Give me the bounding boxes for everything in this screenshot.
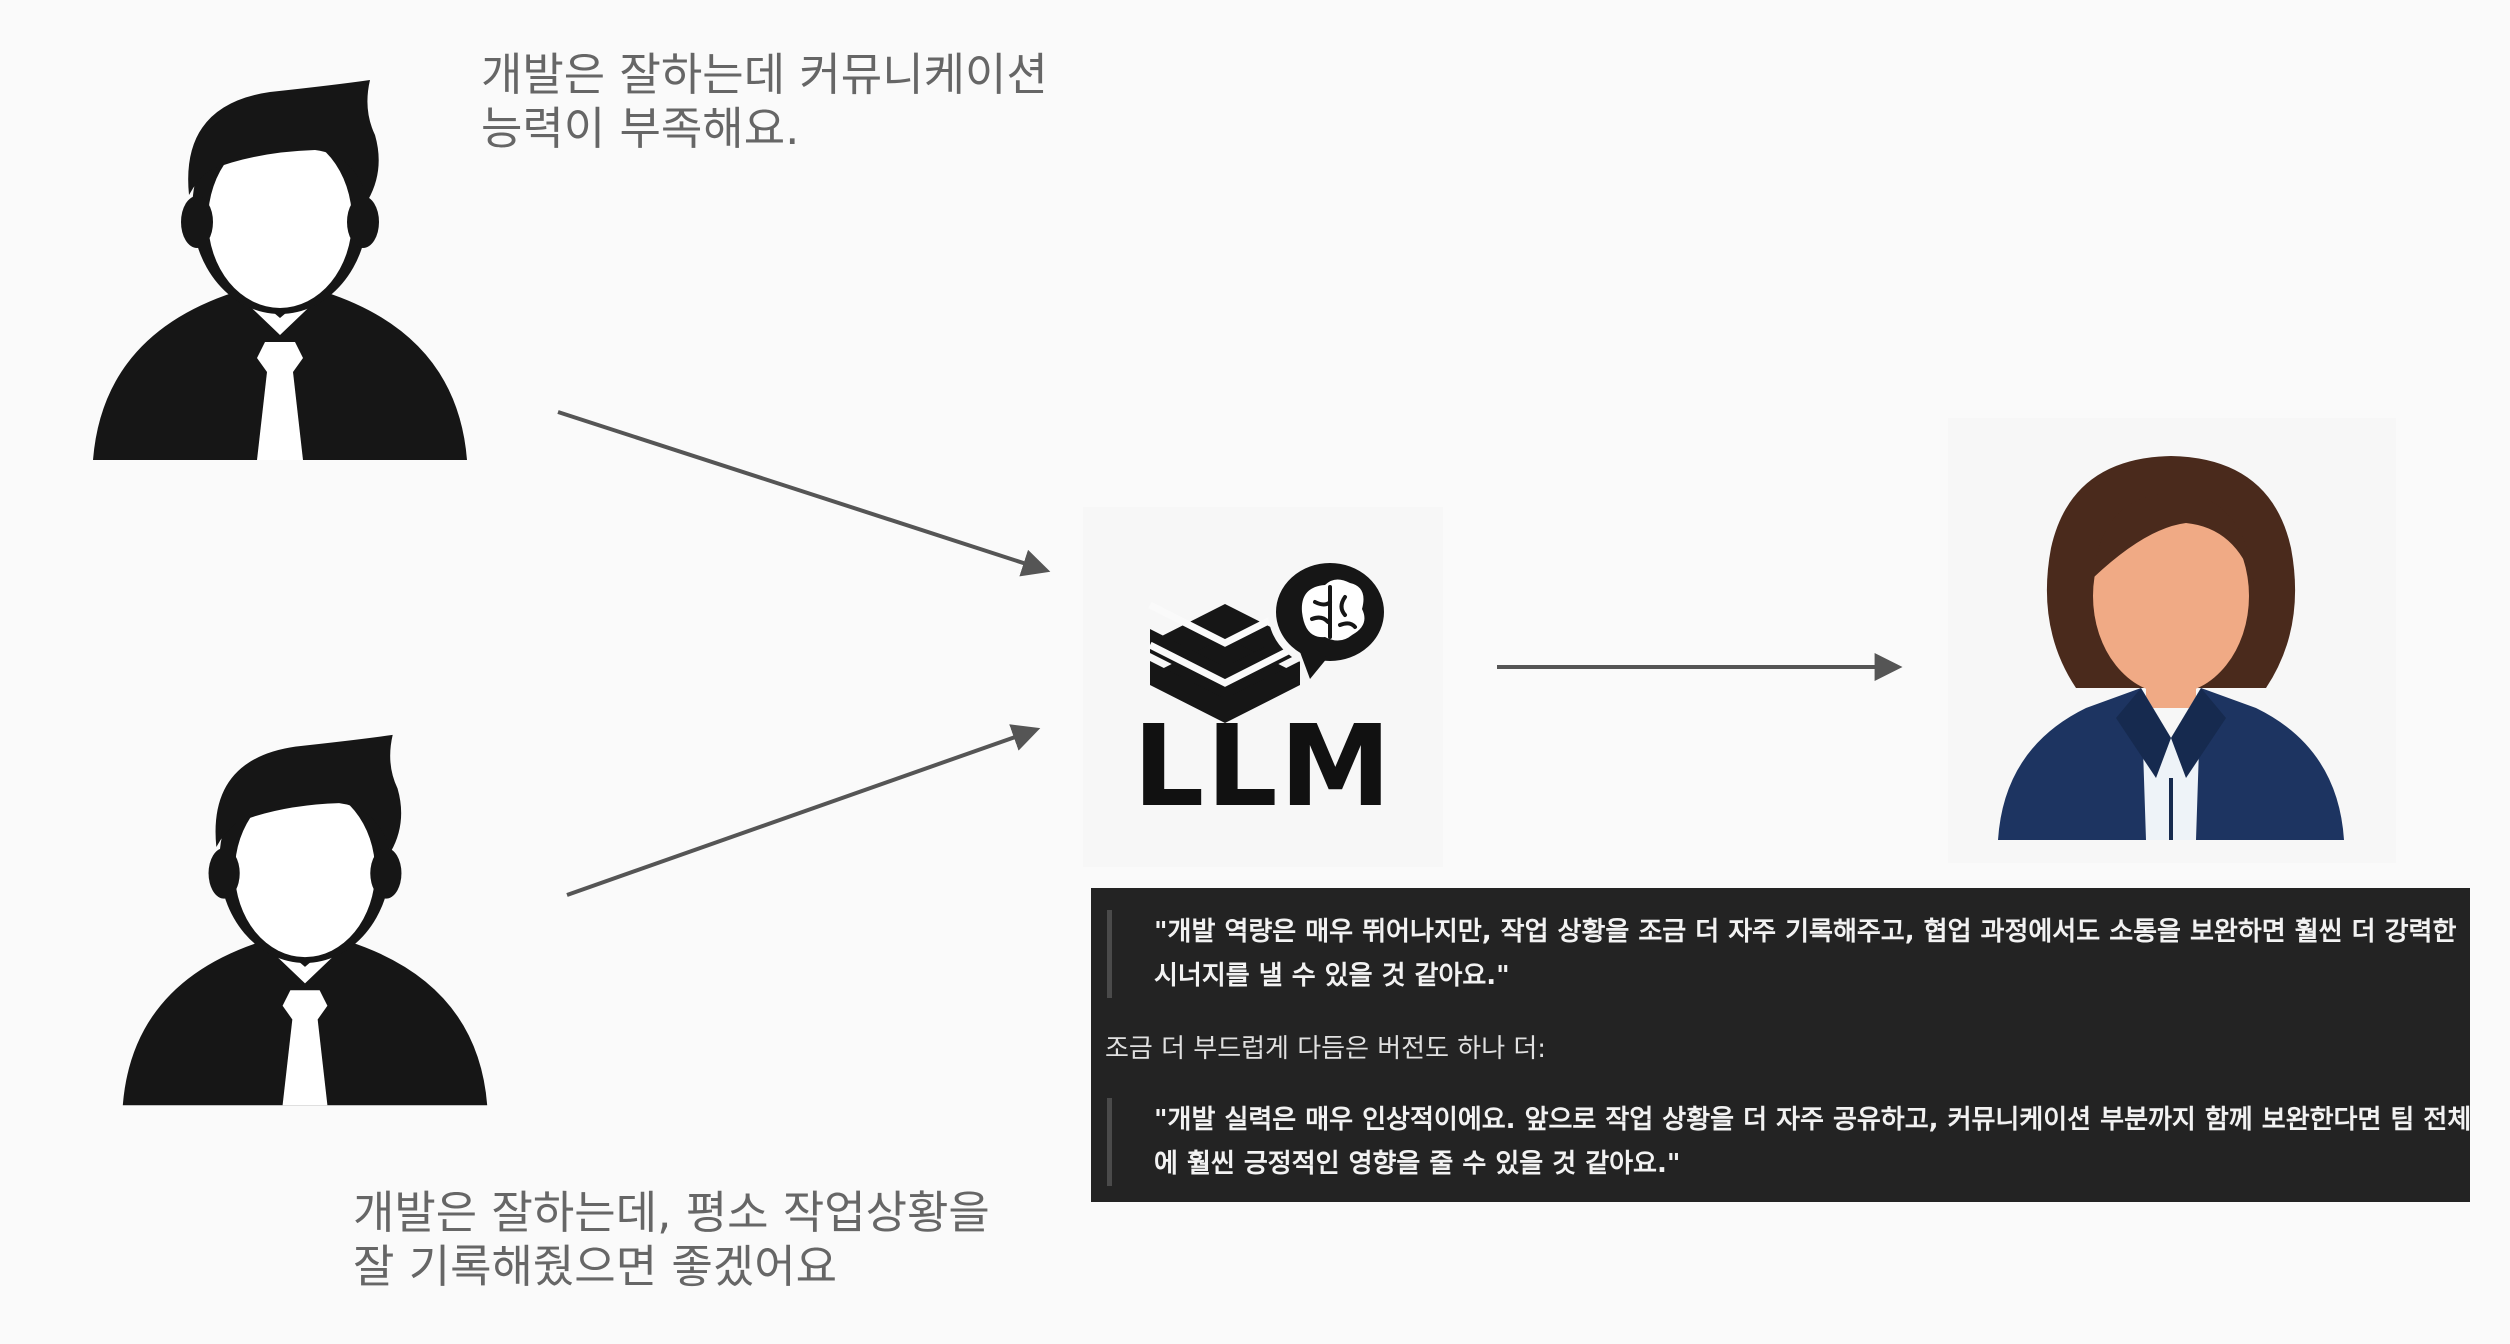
output-quote-2: "개발 실력은 매우 인상적이에요. 앞으로 작업 상황을 더 자주 공유하고,… <box>1107 1098 2472 1186</box>
male-person-icon-bottom <box>122 734 488 1106</box>
feedback-bottom-line-1: 개발은 잘하는데, 평소 작업상황을 <box>353 1186 990 1239</box>
feedback-bottom-line-2: 잘 기록해줬으면 좋겠어요 <box>353 1240 838 1293</box>
feedback-text-top: 개발은 잘하는데 커뮤니케이션 능력이 부족해요. <box>481 48 1181 156</box>
feedback-text-bottom: 개발은 잘하는데, 평소 작업상황을 잘 기록해줬으면 좋겠어요 <box>353 1186 1073 1294</box>
stack-brain-chat-icon <box>1148 557 1390 723</box>
male-person-icon-top <box>93 80 467 460</box>
output-intro-text: 조금 더 부드럽게 다듬은 버전도 하나 더: <box>1105 1034 1547 1064</box>
llm-node: LLM <box>1083 507 1443 867</box>
output-quote-2-line-2: 에 훨씬 긍정적인 영향을 줄 수 있을 것 같아요." <box>1154 1149 1681 1179</box>
female-person-icon <box>1998 456 2344 840</box>
llm-output-panel: "개발 역량은 매우 뛰어나지만, 작업 상황을 조금 더 자주 기록해주고, … <box>1091 888 2472 1202</box>
feedback-top-line-2: 능력이 부족해요. <box>481 102 800 155</box>
output-quote-1-line-1: "개발 역량은 매우 뛰어나지만, 작업 상황을 조금 더 자주 기록해주고, … <box>1154 917 2457 947</box>
arrow-top-to-llm <box>557 410 1051 577</box>
recipient-node <box>1948 418 2396 863</box>
output-quote-1-line-2: 시너지를 낼 수 있을 것 같아요." <box>1154 961 1510 991</box>
arrow-bottom-to-llm <box>566 724 1041 897</box>
feedback-top-line-1: 개발은 잘하는데 커뮤니케이션 <box>481 48 1048 101</box>
output-quote-1: "개발 역량은 매우 뛰어나지만, 작업 상황을 조금 더 자주 기록해주고, … <box>1107 910 2457 998</box>
llm-label: LLM <box>1132 702 1394 832</box>
output-quote-2-line-1: "개발 실력은 매우 인상적이에요. 앞으로 작업 상황을 더 자주 공유하고,… <box>1154 1105 2472 1135</box>
